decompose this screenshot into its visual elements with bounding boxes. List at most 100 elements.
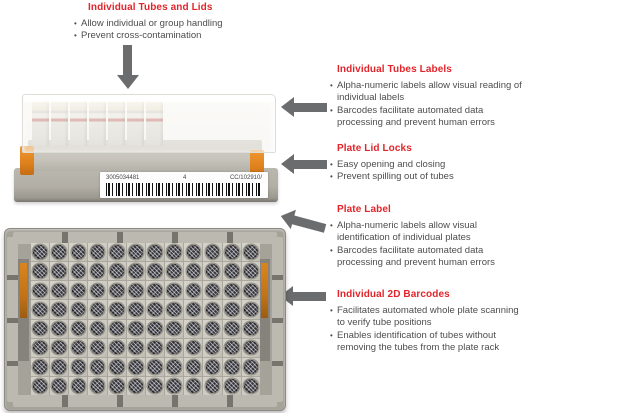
plate-label-number: 3005034481 <box>106 175 140 181</box>
arrow-shaft <box>292 291 326 301</box>
annotation-title: Individual Tubes and Lids <box>88 2 213 13</box>
arrow-shaft <box>293 159 327 169</box>
plate-lid-lock-right <box>261 263 268 318</box>
tube-well <box>165 319 184 338</box>
2d-barcode-icon <box>90 302 105 317</box>
tube-well <box>184 243 203 262</box>
lid-lock-right <box>250 150 264 179</box>
arrow-left-icon <box>281 154 327 174</box>
2d-barcode-icon <box>90 321 105 336</box>
tube-well <box>126 300 145 319</box>
2d-barcode-icon <box>186 340 201 355</box>
tube-well <box>69 357 88 376</box>
2d-barcode-icon <box>167 283 182 298</box>
tube-well <box>50 319 69 338</box>
2d-barcode-icon <box>167 302 182 317</box>
2d-barcode-icon <box>224 264 239 278</box>
tube-well <box>203 319 222 338</box>
2d-barcode-icon <box>186 379 201 393</box>
tube-well <box>203 357 222 376</box>
2d-barcode-icon <box>129 283 143 298</box>
arrow-shaft <box>291 214 327 233</box>
tube-well <box>203 262 222 281</box>
tube-well <box>165 357 184 376</box>
2d-barcode-icon <box>71 379 86 393</box>
arrow-left-icon <box>281 97 327 117</box>
2d-barcode-icon <box>244 360 258 374</box>
tube-well <box>88 243 107 262</box>
2d-barcode-icon <box>224 283 239 298</box>
tube-well <box>50 300 69 319</box>
2d-barcode-icon <box>109 360 124 374</box>
tube-well <box>69 262 88 281</box>
tube-well <box>50 338 69 357</box>
tube-well <box>241 243 260 262</box>
tube-well <box>107 262 126 281</box>
tube-well <box>165 243 184 262</box>
annotation-plate-label: Plate Label Alpha-numeric labels allow v… <box>330 204 555 270</box>
tube-well <box>203 338 222 357</box>
2d-barcode-icon <box>186 264 201 278</box>
tube-well <box>222 262 241 281</box>
annotation-bullet: Barcodes facilitate automated data proce… <box>330 105 523 130</box>
2d-barcode-icon <box>205 321 220 336</box>
2d-barcode-icon <box>224 340 239 355</box>
annotation-title: Plate Lid Locks <box>337 143 412 154</box>
2d-barcode-icon <box>148 283 162 298</box>
tube-well <box>69 376 88 395</box>
tube-well <box>50 243 69 262</box>
2d-barcode-icon <box>186 360 201 374</box>
tube-well <box>88 357 107 376</box>
2d-barcode-icon <box>244 340 258 355</box>
tube-well <box>241 319 260 338</box>
tube-well <box>126 319 145 338</box>
2d-barcode-icon <box>129 340 143 355</box>
tube-well <box>165 262 184 281</box>
plate-rim-bottom <box>13 395 277 407</box>
2d-barcode-icon <box>109 340 124 355</box>
arrow-shaft <box>293 102 327 112</box>
plate-label-text: 3005034481 4 CC/102910/ <box>106 174 262 182</box>
2d-barcode-icon <box>33 264 47 278</box>
2d-barcode-icon <box>129 245 143 259</box>
tube-well <box>145 243 165 262</box>
tube-well <box>50 281 69 300</box>
2d-barcode-icon <box>52 340 67 355</box>
2d-barcode-icon <box>148 245 162 259</box>
tube-well <box>88 319 107 338</box>
tube-well <box>69 319 88 338</box>
tube-grid <box>31 243 260 395</box>
tube-well <box>145 376 165 395</box>
2d-barcode-icon <box>71 340 86 355</box>
2d-barcode-icon <box>148 340 162 355</box>
tube-well <box>241 357 260 376</box>
tube-well <box>31 338 50 357</box>
tube-well <box>88 376 107 395</box>
tube-well <box>31 357 50 376</box>
2d-barcode-icon <box>167 379 182 393</box>
tube-well <box>107 357 126 376</box>
2d-barcode-icon <box>90 379 105 393</box>
plate-lid <box>22 94 276 153</box>
2d-barcode-icon <box>205 264 220 278</box>
annotation-title: Individual Tubes Labels <box>337 64 452 75</box>
tube-well <box>107 281 126 300</box>
tube-well <box>126 376 145 395</box>
2d-barcode-icon <box>167 245 182 259</box>
2d-barcode-icon <box>148 302 162 317</box>
tube-well <box>69 300 88 319</box>
2d-barcode-icon <box>186 245 201 259</box>
annotation-individual-2d-barcodes: Individual 2D Barcodes Facilitates autom… <box>330 289 555 355</box>
tube-well <box>145 338 165 357</box>
annotation-bullet: Alpha-numeric labels allow visual readin… <box>330 80 523 105</box>
lid-lock-left <box>20 146 34 175</box>
tube-well <box>126 281 145 300</box>
2d-barcode-icon <box>71 360 86 374</box>
tube-well <box>31 262 50 281</box>
tube-well <box>241 300 260 319</box>
tube-well <box>126 262 145 281</box>
2d-barcode-icon <box>148 321 162 336</box>
annotation-bullet: Alpha-numeric labels allow visual identi… <box>330 220 523 245</box>
tube-well <box>69 281 88 300</box>
